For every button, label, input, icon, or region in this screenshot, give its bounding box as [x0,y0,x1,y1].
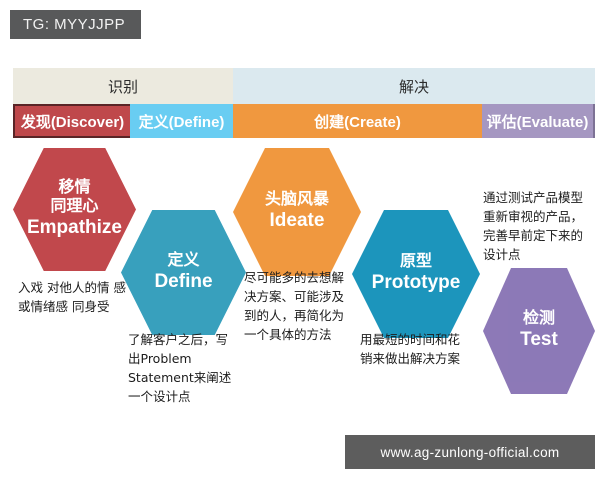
phase-group-band: 识别 解决 [13,68,595,104]
hexagon-ideate: 头脑风暴 Ideate [233,148,361,276]
hexagon-empathize-en: Empathize [26,217,123,239]
hexagon-ideate-cn: 头脑风暴 [264,191,329,209]
stage-band-row: 发现(Discover) 定义(Define) 创建(Create) 评估(Ev… [13,104,595,138]
stage-band-discover: 发现(Discover) [13,104,130,138]
site-url-watermark: www.ag-zunlong-official.com [345,435,595,469]
hexagon-test: 检测 Test [483,268,595,394]
hexagon-empathize-cn-line1: 移情 [58,179,91,197]
hexagon-ideate-en: Ideate [269,210,325,232]
stage-band-create: 创建(Create) [233,104,482,138]
tg-handle-badge: TG: MYYJJPP [10,10,141,39]
caption-prototype: 用最短的时间和花销来做出解决方案 [360,332,461,366]
hexagon-prototype-en: Prototype [371,272,461,294]
stage-band-evaluate: 评估(Evaluate) [482,104,595,138]
hexagon-prototype: 原型 Prototype [352,210,480,338]
stage-band-define: 定义(Define) [130,104,233,138]
hexagon-test-cn: 检测 [522,310,555,328]
hexagon-empathize: 移情 同理心 Empathize [13,148,136,271]
hexagon-empathize-cn-line2: 同理心 [50,198,99,216]
caption-test: 通过测试产品模型重新审视的产品，完善早前定下来的设计点 [483,190,584,262]
caption-define: 了解客户之后，写出Problem Statement来阐述一个设计点 [128,332,232,404]
hexagon-prototype-cn: 原型 [399,253,432,271]
hexagon-test-en: Test [520,329,558,351]
hexagon-define: 定义 Define [121,210,246,335]
hexagon-define-cn: 定义 [167,251,200,269]
caption-empathize: 入戏 对他人的情 感或情绪感 同身受 [18,280,126,314]
phase-group-solve: 解决 [233,68,595,104]
caption-ideate: 尽可能多的去想解决方案、可能涉及到的人，再简化为一个具体的方法 [244,270,345,342]
hexagon-define-en: Define [154,270,213,292]
phase-group-identify: 识别 [13,68,233,104]
